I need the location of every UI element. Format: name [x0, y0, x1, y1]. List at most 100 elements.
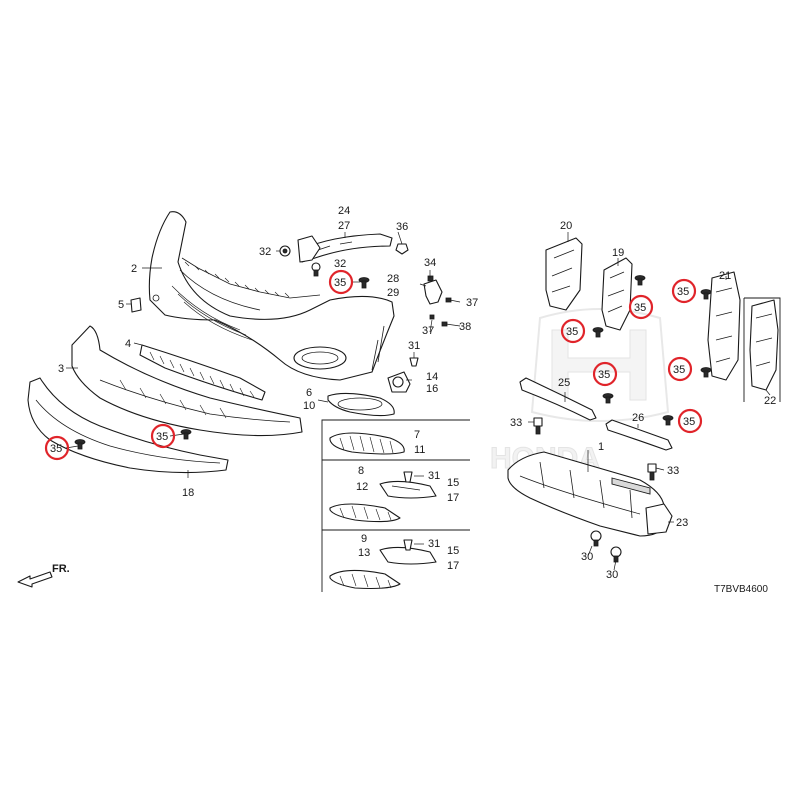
label-part-31b: 31	[428, 470, 440, 482]
label-part-7: 7	[414, 429, 420, 441]
label-part-16: 16	[426, 383, 438, 395]
front-bumper-face	[148, 211, 395, 381]
svg-text:35: 35	[156, 431, 168, 443]
svg-text:35: 35	[598, 369, 610, 381]
bolt-33-right	[647, 463, 657, 481]
label-part-2: 2	[131, 263, 137, 275]
fastener-32-left	[279, 245, 291, 257]
label-part-12: 12	[356, 481, 368, 493]
leader-lines	[65, 231, 771, 571]
clip-35-right-4	[700, 367, 712, 378]
label-part-18: 18	[182, 487, 194, 499]
lower-spoiler	[71, 325, 303, 437]
label-part-17b: 17	[447, 560, 459, 572]
clip-35-right-3	[700, 289, 712, 300]
fastener-36	[395, 243, 409, 255]
label-part-34: 34	[424, 257, 436, 269]
callout-35-stay-26: 35	[677, 408, 703, 434]
callout-35-left-spoiler: 35	[150, 423, 176, 449]
fastener-32-lower	[311, 262, 321, 277]
callout-35-bracket-20: 35	[560, 318, 586, 344]
label-part-13: 13	[358, 547, 370, 559]
label-part-9: 9	[361, 533, 367, 545]
callout-35-bracket-21-low: 35	[667, 356, 693, 382]
clip-35-right-1	[592, 327, 604, 338]
label-part-31a: 31	[408, 340, 420, 352]
front-label: FR.	[52, 563, 70, 575]
label-part-30a: 30	[581, 551, 593, 563]
svg-text:35: 35	[683, 416, 695, 428]
svg-text:35: 35	[334, 277, 346, 289]
label-part-27: 27	[338, 220, 350, 232]
label-part-28: 28	[387, 273, 399, 285]
label-part-26: 26	[632, 412, 644, 424]
callout-35-left-lip: 35	[44, 435, 70, 461]
bracket-20	[545, 237, 583, 311]
label-part-32b: 32	[334, 258, 346, 270]
bumper-beam-1	[507, 451, 673, 537]
fog-subassembly-box	[321, 419, 470, 592]
label-part-4: 4	[125, 338, 131, 350]
callout-35-bracket-21-top: 35	[671, 278, 697, 304]
label-part-1: 1	[598, 441, 604, 453]
part-5-clip	[130, 297, 142, 313]
svg-text:35: 35	[677, 286, 689, 298]
fog-bracket-14-16	[387, 371, 411, 393]
label-part-8: 8	[358, 465, 364, 477]
label-part-5: 5	[118, 299, 124, 311]
bracket-28-29	[423, 275, 452, 327]
lower-grille	[139, 344, 266, 401]
stay-26	[605, 419, 673, 451]
upper-beam-24-27	[297, 233, 393, 263]
label-part-33b: 33	[667, 465, 679, 477]
bracket-22	[743, 297, 781, 402]
label-part-21: 21	[719, 270, 731, 282]
label-part-38: 38	[459, 321, 471, 333]
bracket-21	[707, 271, 741, 381]
label-part-37b: 37	[466, 297, 478, 309]
clip-35-right-6	[662, 415, 674, 426]
callout-35-stay-25: 35	[592, 361, 618, 387]
front-direction-indicator: FR.	[17, 563, 70, 588]
diagram-code: T7BVB4600	[714, 584, 768, 595]
callout-35-bracket-19: 35	[628, 294, 654, 320]
label-part-11: 11	[414, 444, 425, 456]
stay-25	[519, 377, 597, 421]
callout-35-middle: 35	[328, 269, 354, 295]
label-part-29: 29	[387, 287, 399, 299]
fog-cover-7-11	[329, 432, 405, 455]
label-part-6: 6	[306, 387, 312, 399]
svg-text:35: 35	[50, 443, 62, 455]
label-part-3: 3	[58, 363, 64, 375]
label-part-31c: 31	[428, 538, 440, 550]
bolt-30-b	[610, 546, 622, 563]
fog-cover-8-12	[329, 471, 437, 523]
svg-text:35: 35	[634, 302, 646, 314]
label-part-15a: 15	[447, 477, 459, 489]
label-part-10: 10	[303, 400, 315, 412]
part-labels: 1 2 3 4 5 6 7 8 9 10 11 12 13 14 15 15 1…	[58, 205, 776, 581]
label-part-32a: 32	[259, 246, 271, 258]
label-part-19: 19	[612, 247, 624, 259]
label-part-37a: 37	[422, 325, 434, 337]
clip-35-right-5	[602, 393, 614, 404]
bracket-19	[601, 257, 633, 331]
clip-35-left-1	[74, 439, 86, 450]
label-part-14: 14	[426, 371, 438, 383]
fog-cover-9-13	[329, 539, 437, 590]
label-part-20: 20	[560, 220, 572, 232]
callouts-35: 35 35 35 35 35 35 35 35	[44, 269, 703, 461]
fastener-35-middle	[358, 277, 370, 289]
label-part-30b: 30	[606, 569, 618, 581]
fog-bezel-10	[327, 392, 395, 417]
honda-watermark: HONDA	[490, 308, 670, 476]
label-part-17a: 17	[447, 492, 459, 504]
svg-text:35: 35	[673, 364, 685, 376]
clip-35-left-2	[180, 429, 192, 440]
fastener-31-middle	[409, 357, 419, 367]
bolt-30-a	[590, 530, 602, 547]
label-part-33a: 33	[510, 417, 522, 429]
svg-text:35: 35	[566, 326, 578, 338]
